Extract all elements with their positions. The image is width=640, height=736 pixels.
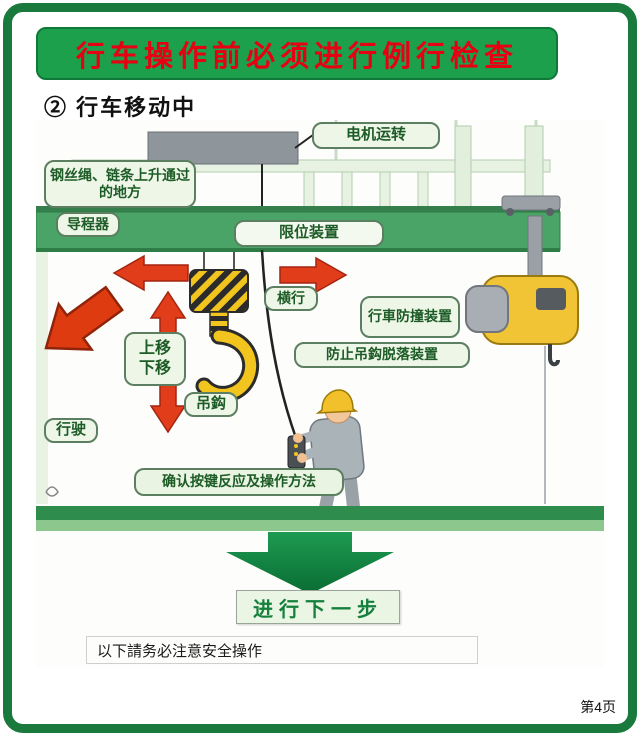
page-title: 行车操作前必须进行例行检查 — [75, 40, 518, 73]
label-move-down: 下移 — [138, 360, 171, 377]
down-arrow-icon — [226, 532, 394, 594]
wall-left — [36, 250, 48, 504]
label-move-up: 上移 — [138, 340, 171, 358]
header-banner: 行车操作前必须进行例行检查 — [36, 27, 558, 80]
section-subtitle: ② 行车移动中 — [44, 95, 197, 120]
worker-figure — [287, 389, 369, 529]
callout-motor-running: 电机运转 — [312, 122, 440, 149]
callout-guide-device: 导程器 — [56, 212, 120, 237]
left-arrow-icon — [112, 254, 189, 292]
callout-limit-device: 限位装置 — [234, 220, 384, 247]
next-step-box: 进行下一步 — [236, 590, 400, 624]
end-truck — [501, 195, 561, 281]
big-left-arrow-icon — [44, 285, 124, 351]
floor — [36, 486, 604, 531]
callout-anti-collision: 行車防撞装置 — [360, 296, 460, 338]
callout-move-up-down: 上移 下移 — [124, 332, 186, 386]
hoist-unit-icon — [465, 275, 579, 504]
callout-hook: 吊鈎 — [184, 392, 238, 417]
hook-icon — [189, 252, 260, 403]
callout-hook-drop-prevent: 防止吊鈎脱落装置 — [294, 342, 470, 368]
page-number: 第4页 — [580, 699, 616, 715]
callout-rope-path: 钢丝绳、链条上升通过的地方 — [44, 160, 196, 208]
callout-confirm-buttons: 确认按键反应及操作方法 — [134, 468, 344, 496]
pendant-cable — [260, 249, 298, 439]
safety-note: 以下請务必注意安全操作 — [86, 636, 478, 664]
illustration-area: 电机运转 钢丝绳、链条上升通过的地方 导程器 限位装置 横行 行車防撞装置 防止… — [36, 120, 604, 667]
callout-traverse: 横行 — [264, 286, 318, 311]
callout-travel: 行驶 — [44, 418, 98, 443]
